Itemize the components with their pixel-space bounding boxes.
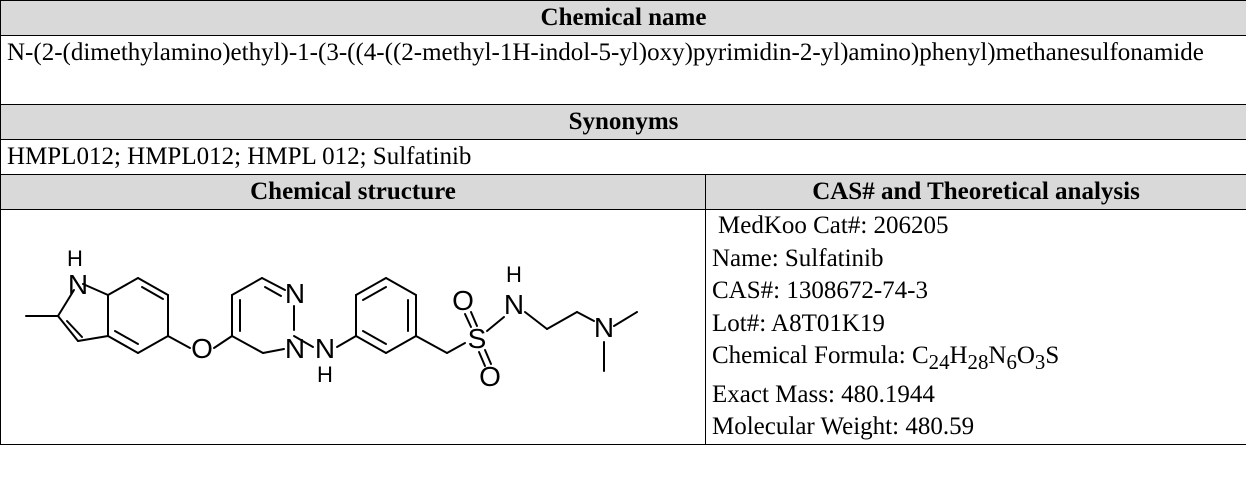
sulfonyl-oxygen-top-label: O — [452, 285, 474, 316]
chemical-structure-drawing: H N O N N N H S O O H N N — [25, 246, 638, 392]
ether-oxygen-label: O — [191, 333, 213, 364]
formula-line: Chemical Formula: C24H28N6O3S — [712, 342, 1060, 374]
lot-line: Lot#: A8T01K19 — [712, 309, 885, 337]
sulfur-label: S — [468, 323, 487, 354]
indole-nitrogen-label: N — [68, 269, 88, 300]
molecular-weight-value: 480.59 — [905, 413, 975, 440]
exact-mass-line: Exact Mass: 480.1944 — [712, 380, 935, 408]
catalog-number-value: 206205 — [873, 212, 949, 239]
chemical-name-value: N-(2-(dimethylamino)ethyl)-1-(3-((4-((2-… — [0, 35, 1246, 105]
amine-hydrogen-label: H — [317, 362, 333, 387]
lot-value: A8T01K19 — [771, 309, 885, 337]
formula-value: C24H28N6O3S — [911, 342, 1060, 374]
name-line: Name: Sulfatinib — [712, 244, 884, 272]
chemical-name-header: Chemical name — [0, 0, 1246, 36]
catalog-number-line: MedKoo Cat#: 206205 — [718, 212, 949, 239]
synonyms-value: HMPL012; HMPL012; HMPL 012; Sulfatinib — [0, 139, 1246, 175]
sulfonamide-hydrogen-label: H — [506, 262, 522, 287]
analysis-cell: MedKoo Cat#: 206205 Name: Sulfatinib CAS… — [704, 209, 1246, 445]
pyrimidine-nitrogen-1-label: N — [285, 333, 305, 364]
cas-value: 1308672-74-3 — [786, 277, 928, 304]
sulfonyl-oxygen-bottom-label: O — [479, 361, 501, 392]
name-value: Sulfatinib — [784, 244, 884, 272]
cas-line: CAS#: 1308672-74-3 — [712, 277, 928, 304]
synonyms-header: Synonyms — [0, 104, 1246, 140]
exact-mass-value: 480.1944 — [841, 380, 935, 408]
pyrimidine-nitrogen-3-label: N — [285, 278, 305, 309]
structure-header: Chemical structure — [0, 174, 706, 210]
structure-cell: H N O N N N H S O O H N N — [0, 209, 706, 445]
specification-table: Chemical name N-(2-(dimethylamino)ethyl)… — [0, 0, 1246, 445]
dimethylamino-nitrogen-label: N — [594, 312, 614, 343]
molecular-weight-line: Molecular Weight: 480.59 — [712, 413, 975, 440]
sulfonamide-nitrogen-label: N — [504, 289, 524, 320]
analysis-header: CAS# and Theoretical analysis — [704, 174, 1246, 210]
amine-nitrogen-label: N — [315, 333, 335, 364]
indole-nh-hydrogen-label: H — [67, 246, 83, 271]
